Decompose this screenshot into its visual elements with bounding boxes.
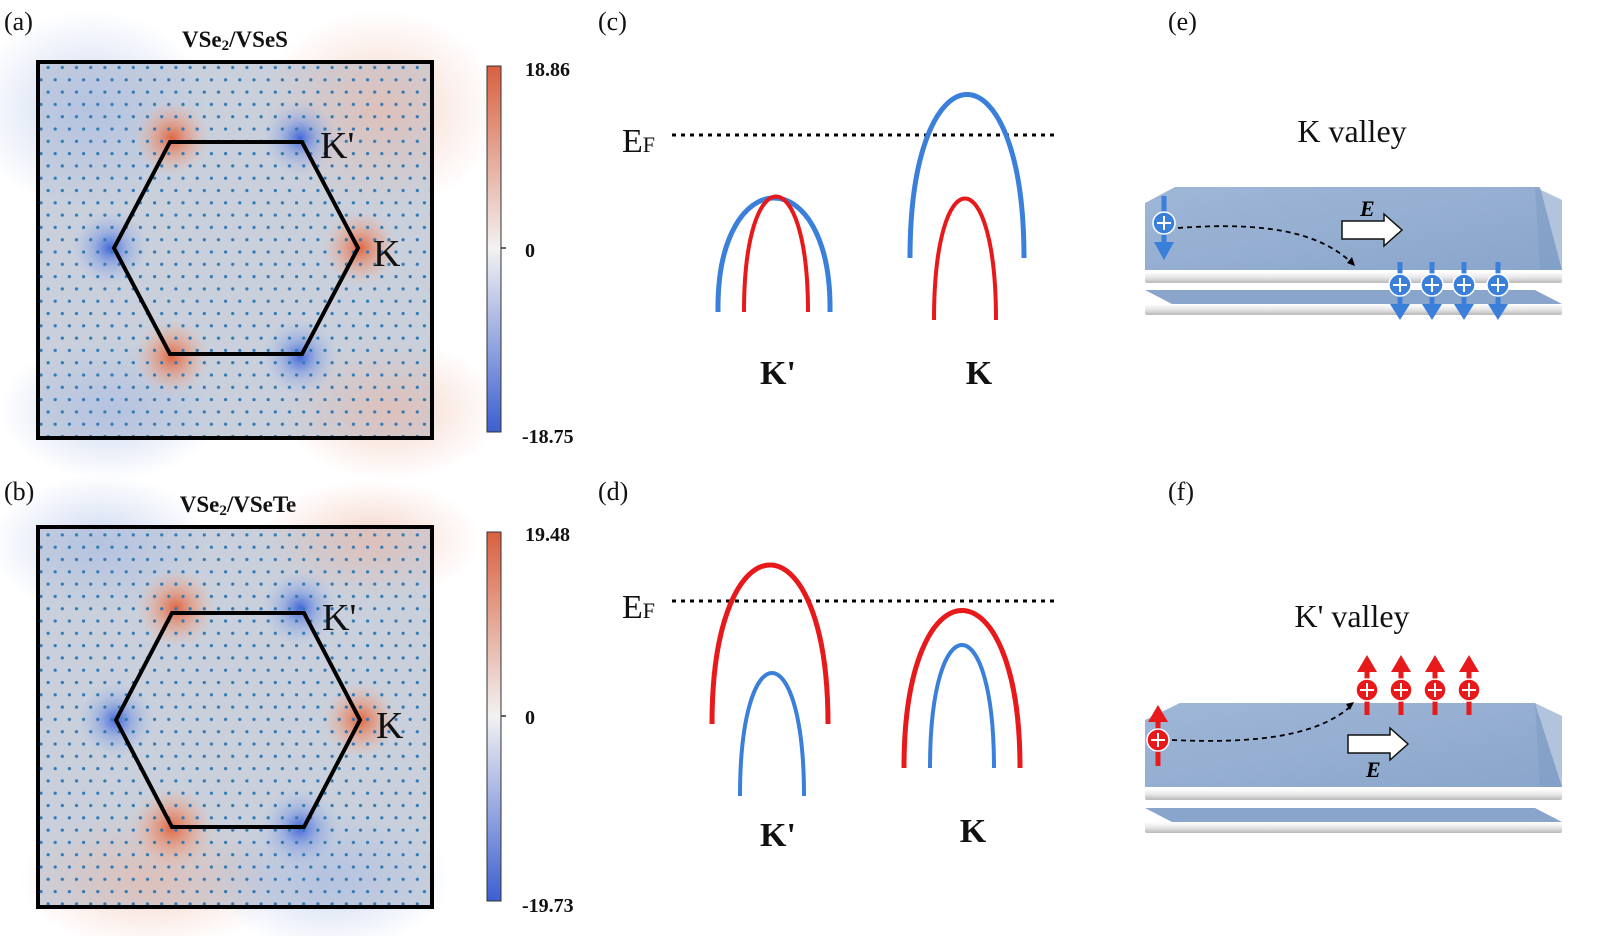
spin-up-hole-incoming-f <box>1146 705 1170 766</box>
kprime-valley-label-d: K' <box>760 817 796 854</box>
k-point-label-b: K <box>376 705 404 747</box>
panel-a: (a) VSe2/VSeS K' K 18.86 0 -18.75 <box>0 7 574 480</box>
bilayer-slab-f <box>1145 703 1562 833</box>
k-spin-down-band-c <box>907 92 1027 259</box>
panel-b: (b) VSe2/VSeTe K' K 19.48 0 -19.73 <box>0 475 574 936</box>
panel-f-label: (f) <box>1168 477 1194 506</box>
spin-up-hole <box>1457 655 1481 715</box>
kprime-spin-down-band-c <box>715 195 833 313</box>
panel-d: (d) EF K' K <box>598 477 1055 854</box>
kprime-point-label-b: K' <box>322 597 356 639</box>
panel-f: (f) K' valley E <box>1145 477 1562 833</box>
colorbar-a: 18.86 0 -18.75 <box>486 59 574 448</box>
colorbar-mid-a: 0 <box>525 240 535 262</box>
electric-field-arrow-e: E <box>1341 196 1404 248</box>
panel-d-label: (d) <box>598 477 628 506</box>
electric-field-arrow-f: E <box>1347 726 1410 782</box>
field-label-f: E <box>1365 757 1381 782</box>
berry-curvature-map-a <box>0 10 500 480</box>
panel-c: (c) EF K' K <box>598 7 1055 392</box>
kprime-spin-up-band-c <box>742 194 810 313</box>
spin-up-hole <box>1355 655 1379 715</box>
hall-trajectory-f <box>1171 704 1353 742</box>
panel-a-title: VSe2/VSeS <box>182 27 288 54</box>
k-valley-label-d: K <box>960 813 987 850</box>
k-spin-down-band-d <box>928 643 996 769</box>
spin-down-hole <box>1388 262 1412 320</box>
k-point-label-a: K <box>373 233 401 275</box>
spin-down-hole <box>1420 262 1444 320</box>
colorbar-mid-b: 0 <box>525 707 535 729</box>
kprime-spin-up-band-d <box>709 562 831 725</box>
k-valley-label-c: K <box>966 355 993 392</box>
spin-up-hole <box>1389 655 1413 715</box>
fermi-level-label-d: EF <box>622 589 655 626</box>
k-spin-up-band-d <box>901 608 1023 769</box>
colorbar-min-b: -19.73 <box>522 895 574 917</box>
accumulated-spin-up-holes-f <box>1355 655 1481 715</box>
panel-e-label: (e) <box>1168 7 1197 36</box>
colorbar-max-b: 19.48 <box>525 524 570 546</box>
spin-up-hole <box>1423 655 1447 715</box>
panel-e: (e) K valley E <box>1145 7 1562 320</box>
kprime-point-label-a: K' <box>320 125 354 167</box>
fermi-level-label-c: EF <box>622 123 655 160</box>
panel-f-title: K' valley <box>1294 598 1409 634</box>
field-label-e: E <box>1359 196 1375 221</box>
colorbar-max-a: 18.86 <box>525 59 570 81</box>
hall-trajectory-e <box>1177 225 1356 267</box>
colorbar-min-a: -18.75 <box>522 426 574 448</box>
brillouin-zone-hexagon-b <box>113 611 363 829</box>
berry-curvature-map-b <box>0 475 480 936</box>
spin-down-hole <box>1452 262 1476 320</box>
brillouin-zone-hexagon-a <box>111 140 361 356</box>
spin-down-hole <box>1486 262 1510 320</box>
kprime-valley-label-c: K' <box>760 355 796 392</box>
accumulated-spin-down-holes-e <box>1388 262 1510 320</box>
panel-c-label: (c) <box>598 7 627 36</box>
k-spin-up-band-c <box>932 196 998 321</box>
colorbar-b: 19.48 0 -19.73 <box>486 524 574 917</box>
panel-e-title: K valley <box>1297 113 1406 149</box>
kprime-spin-down-band-d <box>738 671 806 797</box>
spin-down-hole-incoming-e <box>1152 196 1176 260</box>
